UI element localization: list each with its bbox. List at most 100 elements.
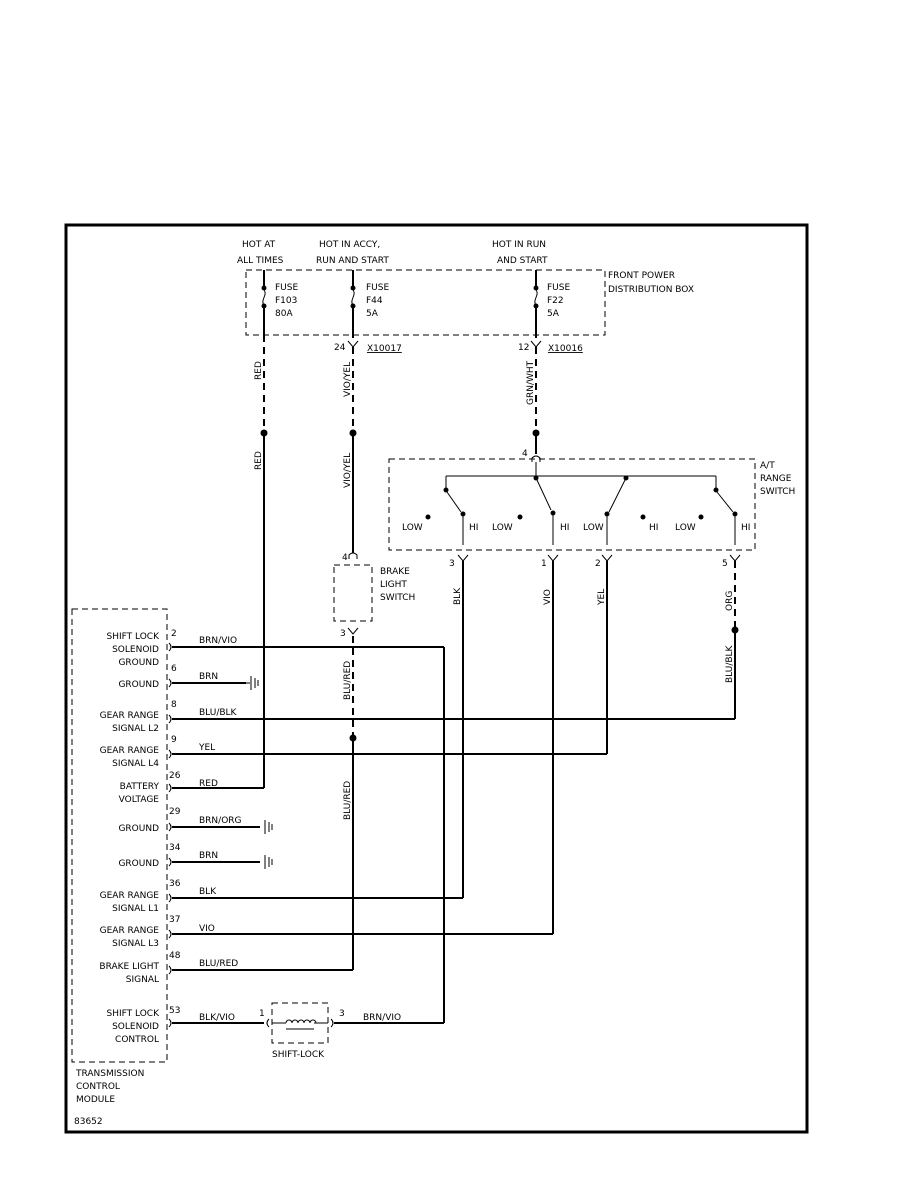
tcm-pin-48-wire: BLU/RED — [199, 959, 238, 969]
tcm-pin-8-name-line1: GEAR RANGE — [100, 711, 160, 721]
fuse-f103-line1: FUSE — [275, 283, 298, 293]
tcm-pin-26-name-line2: VOLTAGE — [119, 795, 160, 805]
brake-light-switch — [333, 564, 373, 622]
tcm-pin-29-name-line1: GROUND — [118, 824, 159, 834]
tcm-pin-37-name-line2: SIGNAL L3 — [112, 939, 159, 949]
shift-lock-label: SHIFT-LOCK — [272, 1050, 325, 1060]
wire-label-vioyel-2: VIO/YEL — [343, 453, 353, 488]
coil-icon — [272, 1019, 328, 1030]
fuse-box-outline — [245, 269, 606, 336]
tcm-pin-53-name-line2: SOLENOID — [112, 1022, 159, 1032]
tcm-pin-2-name-line2: SOLENOID — [112, 645, 159, 655]
ground-icon — [264, 820, 273, 834]
supply-hot-always-line2: ALL TIMES — [237, 256, 284, 266]
range-pin-1: 1 — [541, 559, 547, 569]
wire-label-red-2: RED — [254, 451, 264, 470]
tcm-pin-6: 6 GROUND BRN — [118, 664, 259, 690]
supply-hot-accy-line1: HOT IN ACCY, — [319, 240, 380, 250]
fuse-f103 — [261, 270, 267, 335]
tcm-pin-2-wire: BRN/VIO — [199, 636, 237, 646]
tcm-pin-34-name-line1: GROUND — [118, 859, 159, 869]
wire-label-vio: VIO — [543, 589, 553, 605]
fuse-f22-line3: 5A — [547, 309, 560, 319]
fuse-f22 — [533, 270, 539, 338]
wire-label-red-1: RED — [254, 361, 264, 380]
splice-grnwht — [532, 429, 540, 437]
diagram-frame — [64, 223, 809, 1134]
tcm-pin-53-name-line3: CONTROL — [115, 1035, 159, 1045]
wire-label-vioyel-1: VIO/YEL — [343, 362, 353, 397]
range-switch-label-line1: A/T — [760, 461, 775, 471]
tcm-pin-9-wire: YEL — [198, 743, 215, 753]
tcm-pin-9: 9 GEAR RANGE SIGNAL L4 YEL — [100, 735, 607, 769]
tcm-outline — [71, 608, 168, 1063]
wire-label-blured-2: BLU/RED — [343, 781, 353, 820]
tcm-pin-2-name-line1: SHIFT LOCK — [107, 632, 161, 642]
fuse-box-label-line2: DISTRIBUTION BOX — [608, 285, 694, 295]
range-pin-3: 3 — [449, 559, 455, 569]
tcm-pin-53-number: 53 — [169, 1006, 180, 1016]
fuse-f103-line2: F103 — [275, 296, 297, 306]
connector-x10017-symbol — [347, 340, 359, 348]
tcm-pin-48-name-line1: BRAKE LIGHT — [99, 962, 159, 972]
tcm-pin-29-number: 29 — [169, 807, 181, 817]
supply-hot-run-line1: HOT IN RUN — [492, 240, 546, 250]
tcm-pin-48: 48 BRAKE LIGHT SIGNAL BLU/RED — [99, 951, 353, 985]
tcm-pin-34: 34 GROUND BRN — [118, 843, 273, 869]
at-range-switch — [388, 458, 756, 551]
tcm-pin-8-wire: BLU/BLK — [199, 708, 238, 718]
range-switch-connector-in — [531, 455, 541, 462]
tcm-pin-36-number: 36 — [169, 879, 181, 889]
supply-hot-accy-line2: RUN AND START — [316, 256, 389, 266]
range-switch-internals — [425, 462, 738, 545]
fuse-f103-line3: 80A — [275, 309, 293, 319]
shift-lock-pin-in: 1 — [259, 1009, 265, 1019]
range-hi-2: HI — [560, 523, 569, 533]
fuse-f44-line1: FUSE — [366, 283, 389, 293]
wire-label-blk: BLK — [453, 587, 463, 605]
range-low-3: LOW — [583, 523, 604, 533]
tcm-pin-26: 26 BATTERY VOLTAGE RED — [119, 771, 264, 805]
wire-label-blublk: BLU/BLK — [725, 644, 735, 683]
tcm-pin-37: 37 GEAR RANGE SIGNAL L3 VIO — [100, 915, 553, 949]
fuse-f44 — [350, 270, 356, 338]
splice-red-top — [260, 429, 268, 437]
tcm-pin-29: 29 GROUND BRN/ORG — [118, 807, 273, 834]
range-low-4: LOW — [675, 523, 696, 533]
tcm-pin-6-wire: BRN — [199, 672, 218, 682]
tcm-pin-48-number: 48 — [169, 951, 181, 961]
tcm-pin-9-name-line2: SIGNAL L4 — [112, 759, 159, 769]
tcm-pin-37-number: 37 — [169, 915, 180, 925]
splice-org-blublk — [731, 626, 739, 634]
fuse-f44-line3: 5A — [366, 309, 379, 319]
shift-lock-wire-out: BRN/VIO — [363, 1013, 401, 1023]
tcm-pin-9-number: 9 — [171, 735, 177, 745]
tcm-pin-34-wire: BRN — [199, 851, 218, 861]
ground-icon — [246, 676, 259, 690]
figure-id: 83652 — [74, 1117, 103, 1127]
brake-switch-pin-out: 3 — [340, 629, 346, 639]
shift-lock-pin-out: 3 — [339, 1009, 345, 1019]
brake-switch-label-line1: BRAKE — [380, 567, 410, 577]
range-low-2: LOW — [492, 523, 513, 533]
tcm-pin-37-name-line1: GEAR RANGE — [100, 926, 160, 936]
fuse-f22-line1: FUSE — [547, 283, 570, 293]
range-switch-label-line3: SWITCH — [760, 487, 795, 497]
tcm-pin-53: 53 SHIFT LOCK SOLENOID CONTROL BLK/VIO — [107, 1006, 264, 1045]
tcm-pin-37-wire: VIO — [199, 924, 215, 934]
connector-x10016-pin: 12 — [518, 343, 529, 353]
tcm-pin-36-name-line1: GEAR RANGE — [100, 891, 160, 901]
wire-label-org: ORG — [725, 591, 735, 611]
tcm-pin-8-name-line2: SIGNAL L2 — [112, 724, 159, 734]
range-hi-1: HI — [469, 523, 478, 533]
wire-label-grnwht: GRN/WHT — [526, 360, 536, 405]
fuse-f22-line2: F22 — [547, 296, 564, 306]
tcm-pin-9-name-line1: GEAR RANGE — [100, 746, 160, 756]
fuse-box-label-line1: FRONT POWER — [608, 271, 675, 281]
tcm-pin-8: 8 GEAR RANGE SIGNAL L2 BLU/BLK — [100, 700, 735, 734]
supply-hot-always-line1: HOT AT — [242, 240, 276, 250]
connector-x10016-symbol — [530, 340, 542, 348]
tcm-pin-2-name-line3: GROUND — [118, 658, 159, 668]
tcm-label-line3: MODULE — [76, 1095, 115, 1105]
